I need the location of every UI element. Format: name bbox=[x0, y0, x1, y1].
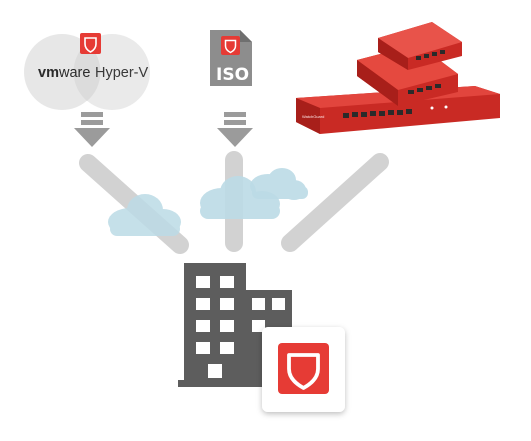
firebox-card bbox=[262, 327, 345, 412]
shield-icon bbox=[80, 33, 101, 54]
shield-icon bbox=[221, 36, 240, 55]
down-arrow-icon bbox=[74, 112, 110, 147]
network-ports bbox=[408, 84, 441, 94]
vmware-logo: vmware bbox=[38, 65, 90, 81]
hardware-appliances: WatchGuard bbox=[296, 22, 500, 134]
shield-icon bbox=[278, 343, 329, 394]
iso-label: ISO bbox=[216, 65, 249, 85]
cloud-icon bbox=[108, 194, 181, 236]
hyperv-label: Hyper-V bbox=[95, 65, 149, 81]
iso-file-icon: ISO bbox=[210, 30, 252, 86]
network-ports bbox=[416, 50, 445, 60]
down-arrow-icon bbox=[217, 112, 253, 147]
network-ports bbox=[343, 109, 412, 118]
appliance-brand-text: WatchGuard bbox=[302, 114, 324, 119]
cloud-icon bbox=[250, 168, 308, 200]
connector-right bbox=[281, 153, 389, 252]
hypervisor-venn: vmware Hyper-V bbox=[24, 33, 150, 110]
